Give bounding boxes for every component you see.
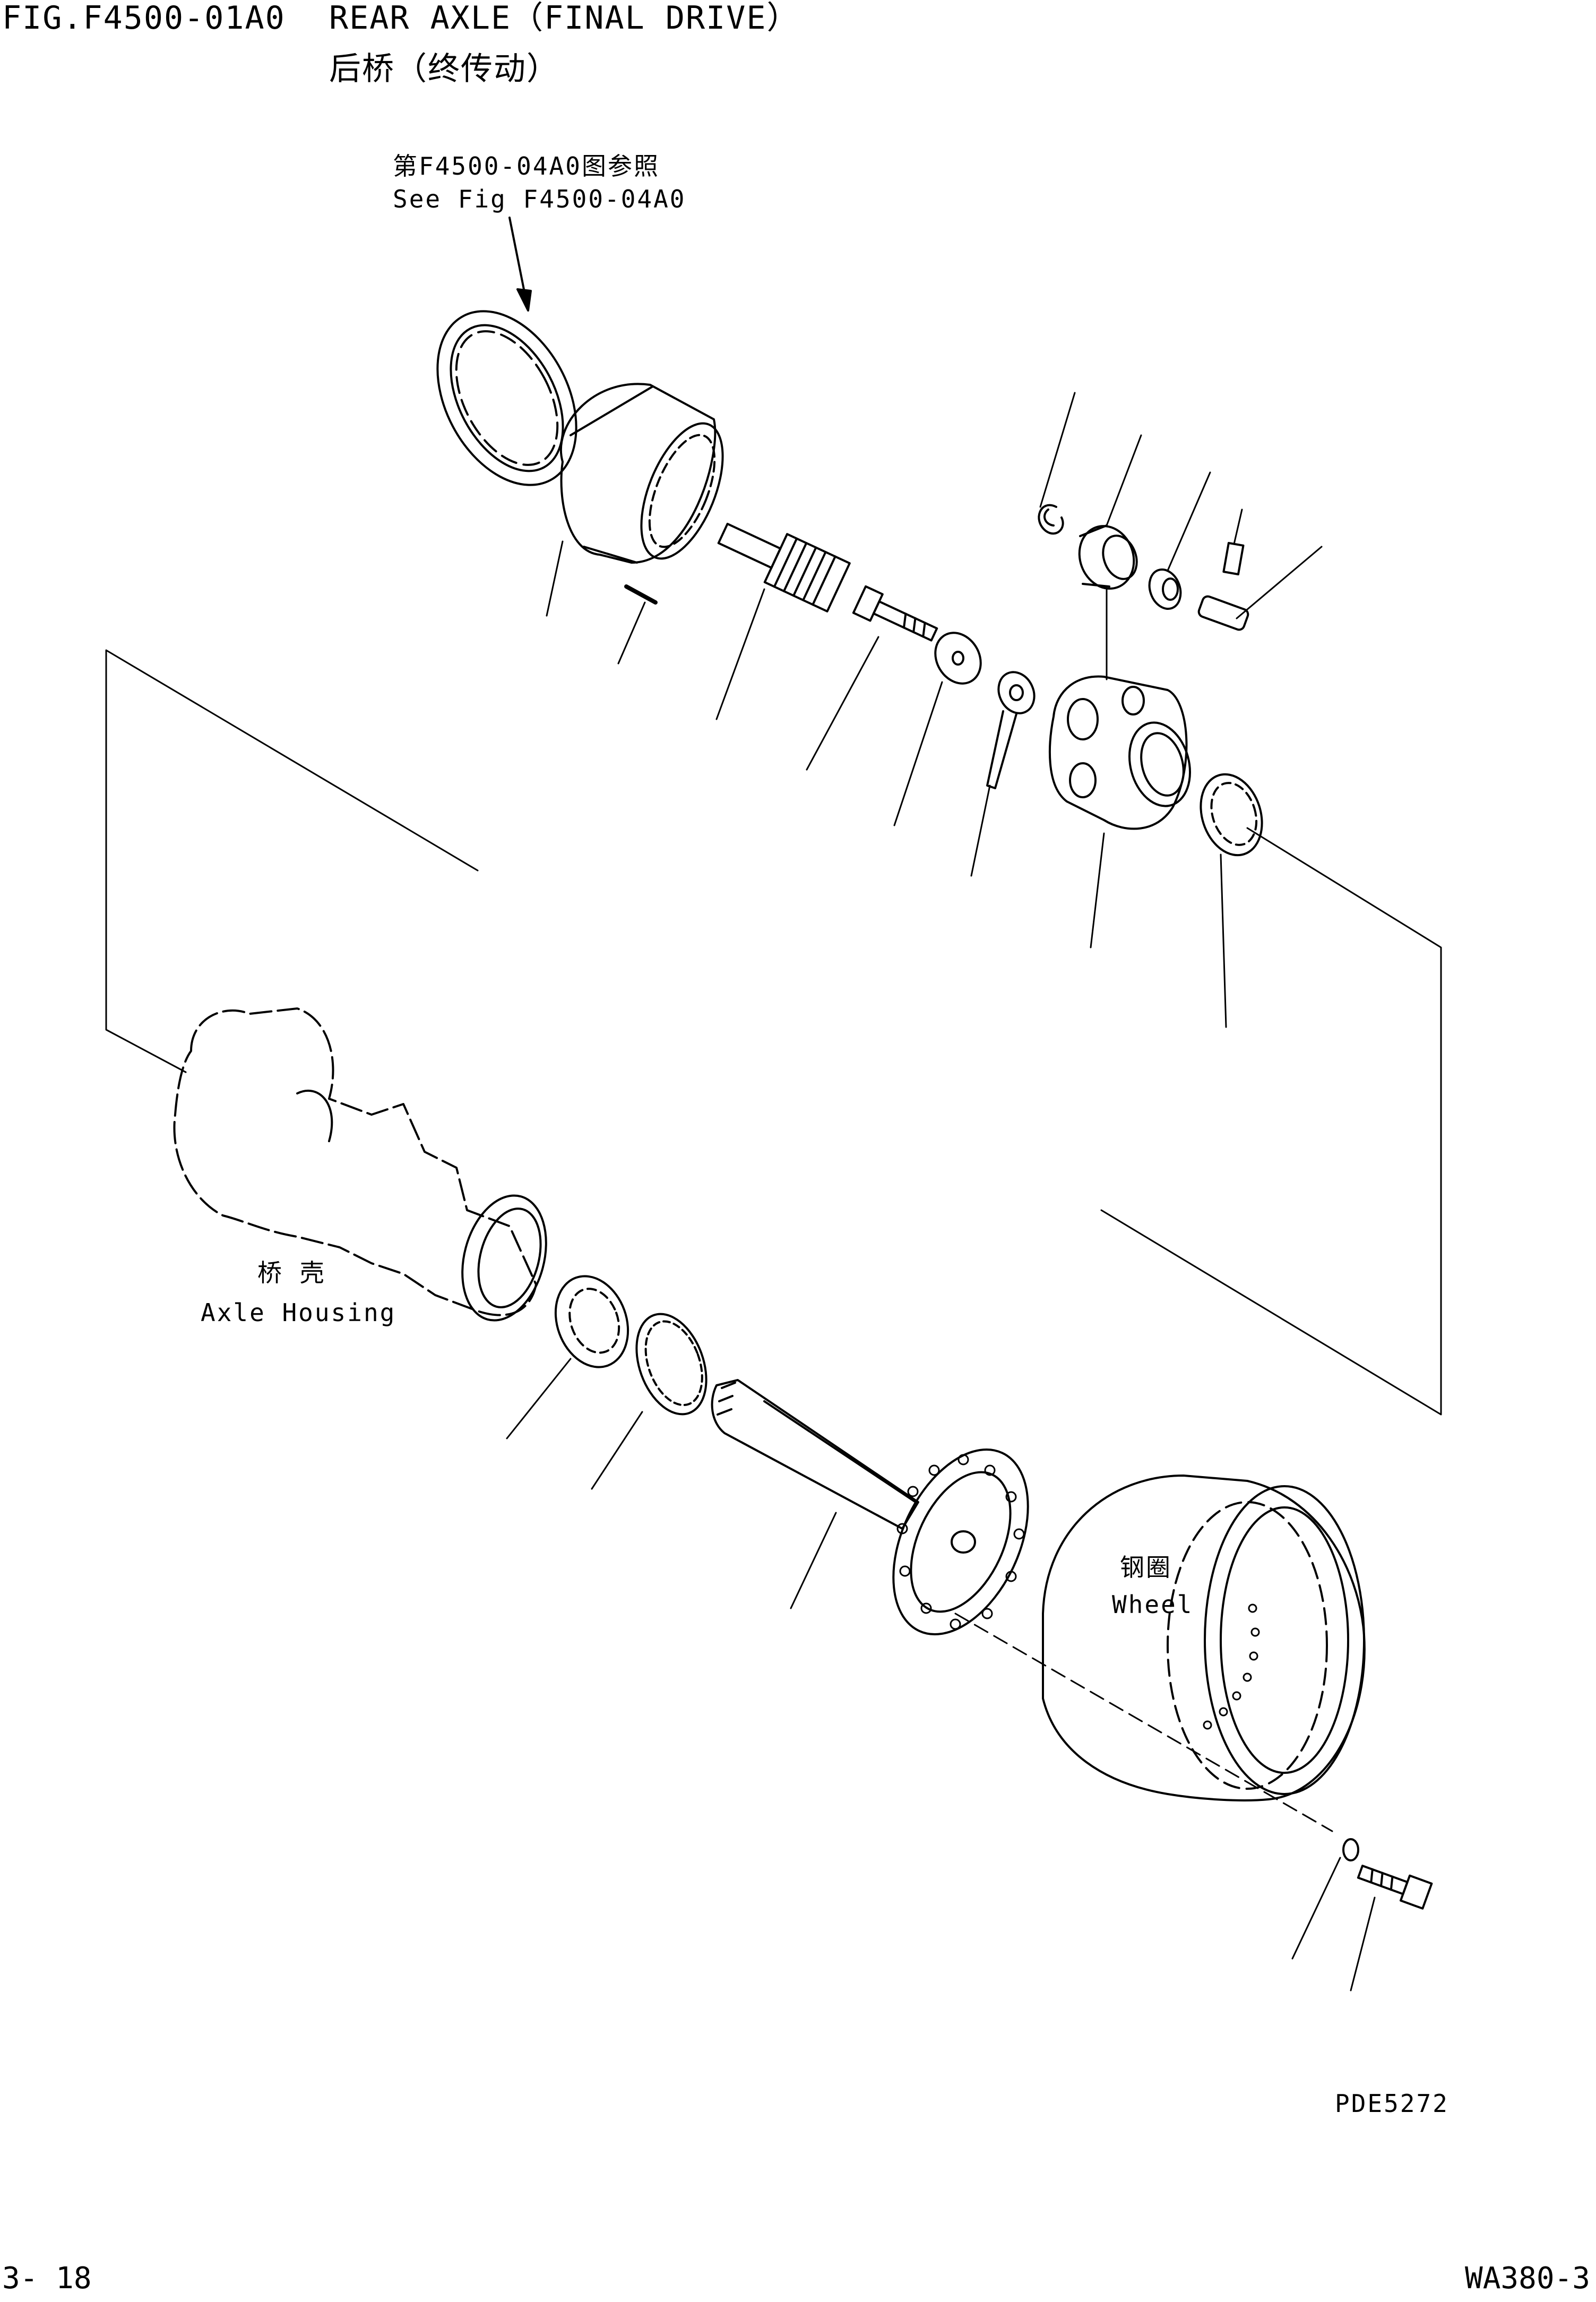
axle-housing-tube [297, 1091, 559, 1330]
reference-note-english: See Fig F4500-04A0 [393, 185, 686, 213]
planet-pin [1197, 543, 1249, 631]
wheel-rim [1043, 1476, 1365, 1800]
planet-carrier [1050, 676, 1199, 829]
sun-gear-shaft [712, 510, 850, 611]
wheel-label-english: Wheel [1112, 1590, 1194, 1619]
thrust-washer [926, 625, 989, 692]
rim-bolt [1356, 1859, 1431, 1909]
figure-title-chinese: 后桥（终传动） [329, 50, 559, 88]
center-axis [955, 1614, 1332, 1831]
reference-note-chinese: 第F4500-04A0图参照 [393, 152, 660, 180]
thrust-ring [409, 287, 604, 508]
planet-gear [1071, 519, 1142, 597]
axle-housing-label-chinese: 桥 壳 [257, 1258, 326, 1287]
drawing-code: PDE5272 [1335, 2089, 1449, 2118]
carrier-bearing [1191, 766, 1272, 863]
wheel-bearing-outer [624, 1304, 719, 1424]
figure-number: FIG.F4500-01A0 [2, 0, 286, 37]
ring-gear [561, 384, 739, 570]
needle-bearing [1144, 565, 1186, 614]
axle-housing [174, 1008, 536, 1315]
spring-pin [626, 587, 655, 602]
assembly-frame [106, 650, 1441, 1415]
model-number: WA380-3 [1465, 2261, 1591, 2296]
center-bolt [853, 587, 941, 648]
lock-plate [987, 666, 1041, 788]
page-number: 3- 18 [2, 2261, 92, 2296]
hub-flange [866, 1428, 1055, 1656]
reference-arrow [510, 218, 531, 311]
wheel-label-chinese: 钢圈 [1120, 1553, 1172, 1582]
snap-ring [1039, 505, 1063, 534]
axle-shaft [712, 1380, 918, 1529]
axle-housing-label-english: Axle Housing [201, 1298, 396, 1327]
rim-washer [1343, 1839, 1358, 1860]
wheel-bearing-inner [543, 1266, 640, 1377]
figure-title-english: REAR AXLE（FINAL DRIVE） [329, 0, 800, 37]
lower-leader-lines [507, 1359, 1375, 1990]
leader-lines [547, 393, 1322, 1027]
